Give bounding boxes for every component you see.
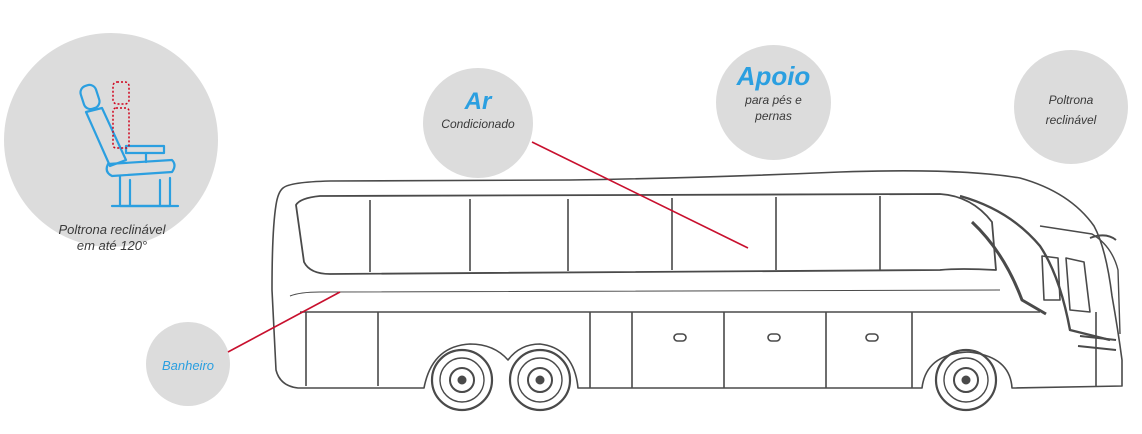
ac-leader-line (531, 141, 749, 249)
bathroom-feature-circle (146, 322, 230, 406)
wheel-rear-2 (508, 348, 572, 412)
seat-icon (79, 83, 180, 208)
ac-subtitle: Condicionado (441, 117, 515, 131)
seat-feature-label: Poltrona reclinável em até 120° (30, 222, 194, 254)
ac-feature-label: Ar Condicionado (423, 88, 533, 132)
ac-title: Ar (464, 88, 492, 115)
recliner-label-line1: Poltrona (1048, 93, 1094, 107)
ac-feature-circle (423, 68, 533, 178)
legrest-feature-circle (716, 45, 831, 160)
legrest-feature-label: Apoio para pés e pernas (716, 60, 831, 124)
seat-label-line2: em até 120° (76, 238, 148, 253)
legrest-subtitle-line1: para pés e (745, 93, 802, 107)
bathroom-feature-label: Banheiro (146, 358, 230, 374)
wheel-front (934, 348, 998, 412)
recliner-label-line2: reclinável (1045, 113, 1097, 127)
bus-illustration (271, 170, 1123, 389)
bathroom-leader-line (227, 291, 341, 353)
legrest-title: Apoio (736, 61, 811, 91)
recliner-feature-circle (1014, 50, 1128, 164)
seat-label-line1: Poltrona reclinável (58, 222, 166, 237)
bathroom-label: Banheiro (161, 358, 215, 373)
seat-feature-circle (4, 33, 218, 247)
seat-recline-indicator (112, 81, 130, 149)
legrest-subtitle-line2: pernas (755, 109, 792, 123)
recliner-feature-label: Poltrona reclinável (1014, 90, 1128, 130)
wheel-rear-1 (430, 348, 494, 412)
